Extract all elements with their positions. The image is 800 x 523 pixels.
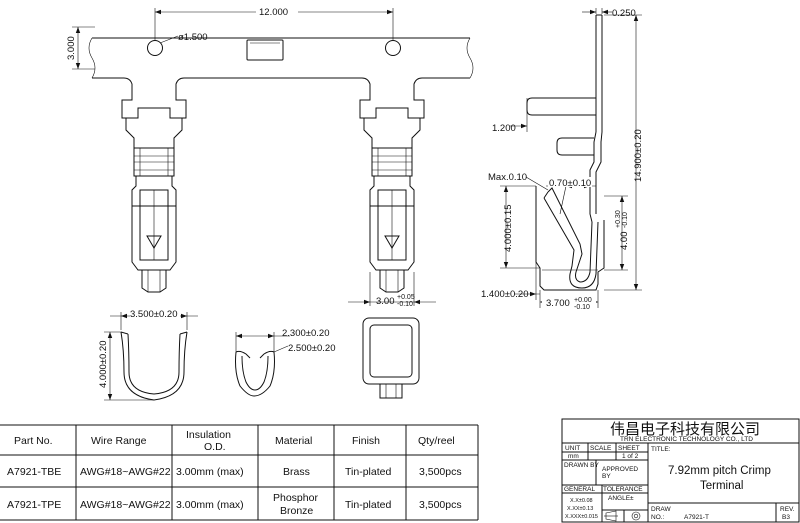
sheet-label: SHEET: [618, 445, 640, 452]
tol-1: X.X±0.08: [570, 498, 593, 504]
row2-finish: Tin-plated: [345, 499, 391, 511]
parts-table: Part No. Wire Range Insulation O.D. Mate…: [0, 424, 479, 521]
row1-material: Brass: [283, 466, 310, 478]
row2-insulation: 3.00mm (max): [176, 499, 244, 511]
unit-label: UNIT: [565, 445, 580, 452]
dim-bottom-offset: 1.400±0.20: [481, 262, 540, 300]
crimp-small-section: [235, 350, 275, 397]
angle-label: ANGLE±: [608, 495, 634, 502]
title-label: TITLE:: [651, 446, 671, 453]
draw-no-label-2: NO.:: [651, 514, 665, 521]
dim-front-width: 3.00 +0.05 -0.10: [348, 272, 436, 308]
dim-total-length-label: 14.900±0.20: [633, 129, 644, 182]
row1-wire-range: AWG#18~AWG#22: [80, 466, 171, 478]
dim-max-label: Max.0.10: [488, 172, 527, 183]
terminal-front-left: [121, 92, 187, 293]
draw-no: A7921-T: [684, 514, 709, 521]
dim-pitch: 12.000: [154, 6, 394, 40]
dim-box-height: 4.000±0.15: [500, 185, 540, 269]
dim-box-height-label: 4.000±0.15: [503, 205, 514, 252]
row1-part-no: A7921-TBE: [7, 466, 61, 478]
row2-part-no: A7921-TPE: [7, 499, 61, 511]
dim-front-width-tol-bot: -0.10: [397, 301, 413, 308]
rev-value: B3: [782, 514, 790, 521]
row2-material-1: Phosphor: [273, 492, 318, 504]
pilot-hole-left: [147, 40, 163, 56]
company-name-en: TRN ELECTRONIC TECHNOLOGY CO., LTD: [620, 436, 753, 443]
th-insulation-1: Insulation: [186, 429, 231, 441]
tolerance-label: TOLERANCE: [603, 486, 643, 493]
dim-bottom-offset-label: 1.400±0.20: [481, 289, 528, 300]
th-insulation-2: O.D.: [204, 441, 226, 453]
dim-front-width-main: 3.00: [376, 296, 395, 307]
dim-front-width-tol-top: +0.05: [397, 294, 415, 301]
carrier-strip: [88, 37, 474, 92]
row1-insulation: 3.00mm (max): [176, 466, 244, 478]
terminal-front-right: [359, 92, 425, 293]
side-view: [526, 14, 605, 291]
dim-bottom-width-tol-bot: -0.10: [574, 304, 590, 311]
dim-side-right-tol-top: +0.30: [615, 210, 622, 228]
dim-thickness: 0.250: [582, 8, 636, 19]
th-material: Material: [275, 435, 312, 447]
dim-strip-height: 3.000: [66, 26, 95, 70]
draw-no-label-1: DRAW: [651, 506, 671, 513]
dim-tab-offset-label: 1.200: [492, 123, 516, 134]
projection-symbol: [604, 510, 641, 522]
dim-ucrimp-width: 3.500±0.20: [110, 308, 198, 330]
dim-bottom-width: 3.700 +0.00 -0.10: [539, 290, 599, 311]
row2-wire-range: AWG#18~AWG#22: [80, 499, 171, 511]
general-label: GENERAL: [564, 486, 595, 493]
dim-ucrimp-height-label: 4.000±0.20: [98, 341, 109, 388]
scale-label: SCALE: [590, 445, 612, 452]
th-finish: Finish: [352, 435, 380, 447]
dim-crimp-small-2: 2.500±0.20: [288, 343, 335, 354]
company-name-cn: 伟昌电子科技有限公司: [610, 420, 760, 438]
dim-ucrimp-width-label: 3.500±0.20: [130, 309, 177, 320]
strip-slot: [246, 39, 284, 61]
unit-value: mm: [568, 453, 579, 460]
dim-thickness-label: 0.250: [612, 8, 636, 19]
dim-max-note: Max.0.10: [488, 172, 549, 191]
dim-total-length: 14.900±0.20: [604, 14, 644, 291]
approved-label-2: BY: [602, 473, 611, 480]
pilot-hole-right: [385, 40, 401, 56]
crimp-u-section: [120, 331, 188, 401]
title-block: 伟昌电子科技有限公司 TRN ELECTRONIC TECHNOLOGY CO.…: [561, 418, 800, 523]
drawing-title-1: 7.92mm pitch Crimp: [668, 465, 771, 477]
dim-crimp-small: 2.300±0.20 2.500±0.20: [235, 328, 335, 354]
dim-spring-gap-label: 0.70±0.10: [549, 178, 591, 189]
th-wire-range: Wire Range: [91, 435, 147, 447]
approved-label-1: APPROVED: [602, 466, 638, 473]
dim-bottom-width-tol-top: +0.00: [574, 297, 592, 304]
box-end-view: [362, 317, 420, 399]
row2-qty: 3,500pcs: [419, 499, 462, 511]
dim-hole: ø1.500: [159, 32, 208, 44]
dim-pitch-label: 12.000: [259, 7, 288, 18]
dim-crimp-small-1: 2.300±0.20: [282, 328, 329, 339]
rev-label: REV.: [780, 506, 795, 513]
tol-3: X.XXX±0.015: [565, 514, 598, 520]
dim-hole-label: ø1.500: [178, 32, 208, 43]
dim-tab-offset: 1.200: [492, 98, 528, 134]
dim-spring-gap: 0.70±0.10: [546, 177, 596, 189]
row2-material-2: Bronze: [280, 505, 313, 517]
th-qty: Qty/reel: [418, 435, 455, 447]
dim-bottom-width-main: 3.700: [546, 298, 570, 309]
dim-ucrimp-height: 4.000±0.20: [98, 331, 154, 401]
sheet-value: 1 of 2: [622, 453, 639, 460]
tol-2: X.XX±0.13: [567, 506, 593, 512]
dim-side-right-tol-bot: -0.10: [622, 212, 629, 228]
drawing-title-2: Terminal: [700, 480, 743, 492]
dim-side-right-main: 4.00: [619, 232, 630, 251]
dim-side-right: 4.00 +0.30 -0.10: [604, 195, 630, 271]
dim-strip-height-label: 3.000: [66, 36, 77, 60]
row1-finish: Tin-plated: [345, 466, 391, 478]
row1-qty: 3,500pcs: [419, 466, 462, 478]
drawn-by-label: DRAWN BY: [564, 462, 599, 469]
th-part-no: Part No.: [14, 435, 53, 447]
